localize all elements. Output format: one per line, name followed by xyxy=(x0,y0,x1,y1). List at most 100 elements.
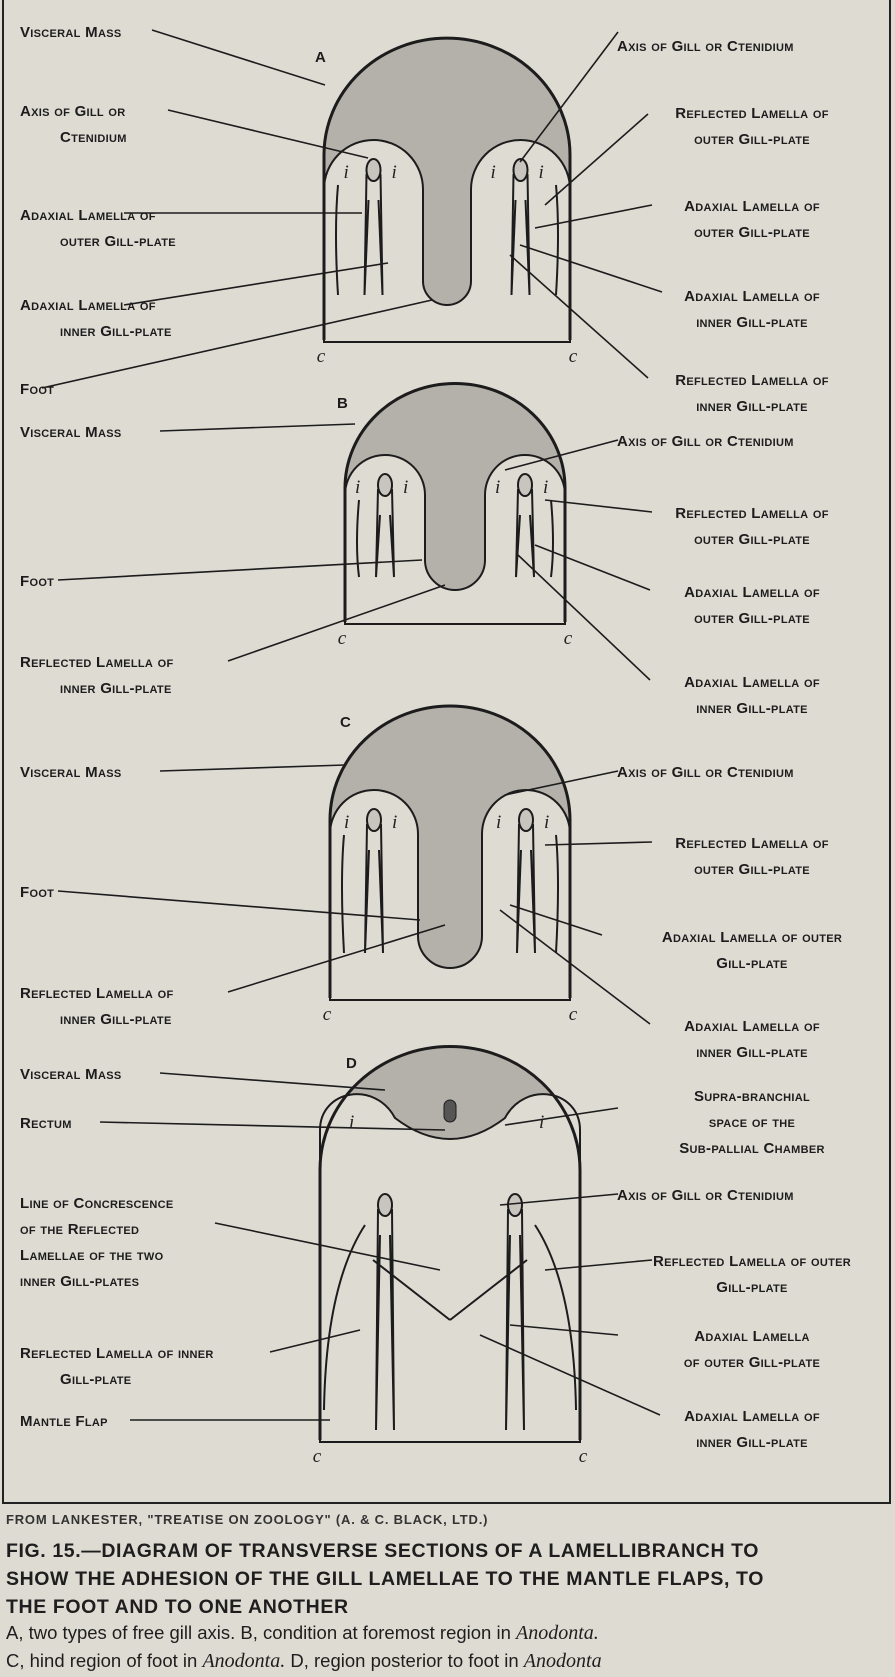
leader-line xyxy=(499,1193,619,1206)
inner-marker: i xyxy=(539,1112,544,1133)
leader-line xyxy=(227,924,446,993)
gill-axis-icon xyxy=(518,808,534,832)
inner-marker: i xyxy=(349,1112,354,1133)
section-letter: A xyxy=(315,49,326,66)
left-label: Ctenidium xyxy=(60,129,127,146)
gill-lamella xyxy=(516,823,536,954)
sub-pallial-chamber xyxy=(344,454,566,625)
leader-line xyxy=(534,204,653,229)
right-label: Adaxial Lamella of xyxy=(684,584,820,601)
right-label: Gill-plate xyxy=(716,1279,787,1296)
leader-line xyxy=(534,544,651,591)
mantle-marker: c xyxy=(569,346,578,367)
inner-marker: i xyxy=(539,162,544,183)
figure-description-line-1: A, two types of free gill axis. B, condi… xyxy=(6,1622,599,1645)
desc-text: A, two types of free gill axis. B, condi… xyxy=(6,1622,517,1643)
right-label: Adaxial Lamella of xyxy=(684,1018,820,1035)
gill-lamella xyxy=(375,1208,395,1431)
left-label: Mantle Flap xyxy=(20,1413,108,1430)
left-label: Visceral Mass xyxy=(20,764,121,781)
reflected-lamella xyxy=(335,184,339,296)
right-label: inner Gill-plate xyxy=(696,398,808,415)
left-label: Axis of Gill or xyxy=(20,103,126,120)
mantle-marker: c xyxy=(317,346,326,367)
right-label: Axis of Gill or Ctenidium xyxy=(617,433,794,450)
sub-pallial-chamber xyxy=(319,1093,581,1443)
leader-line xyxy=(479,1334,661,1416)
leader-line xyxy=(504,770,619,796)
figure-title-line-2: SHOW THE ADHESION OF THE GILL LAMELLAE T… xyxy=(6,1568,764,1590)
right-label: inner Gill-plate xyxy=(696,314,808,331)
left-label: Lamellae of the two xyxy=(20,1247,164,1264)
leader-line xyxy=(544,499,653,513)
gill-axis-icon xyxy=(365,158,382,182)
left-label: outer Gill-plate xyxy=(60,233,176,250)
left-label: Reflected Lamella of xyxy=(20,985,174,1002)
right-label: Supra-branchial xyxy=(694,1088,810,1105)
right-label: Adaxial Lamella of outer xyxy=(662,929,842,946)
mantle-marker: c xyxy=(323,1004,332,1025)
reflected-lamella xyxy=(323,1224,451,1411)
inner-marker: i xyxy=(344,812,349,833)
gill-axis-icon xyxy=(366,808,382,832)
reflected-lamella xyxy=(341,834,345,954)
right-label: Reflected Lamella of xyxy=(675,105,829,122)
leader-line xyxy=(159,764,346,772)
mantle-marker: c xyxy=(338,628,347,649)
leader-line xyxy=(517,554,651,681)
leader-line xyxy=(151,29,326,86)
leader-line xyxy=(544,1259,653,1271)
left-label: Line of Concrescence xyxy=(20,1195,174,1212)
reflected-lamella xyxy=(550,499,554,578)
mantle-marker: c xyxy=(313,1446,322,1467)
section-letter: B xyxy=(337,395,348,412)
gill-axis-icon xyxy=(512,158,529,182)
left-label: Gill-plate xyxy=(60,1371,131,1388)
right-label: Axis of Gill or Ctenidium xyxy=(617,1187,794,1204)
genus-name: Anodonta xyxy=(523,1650,602,1672)
leader-line xyxy=(269,1329,361,1353)
right-label: Axis of Gill or Ctenidium xyxy=(617,764,794,781)
right-label: outer Gill-plate xyxy=(694,861,810,878)
genus-name: Anodonta. xyxy=(516,1622,599,1644)
right-label: of outer Gill-plate xyxy=(684,1354,820,1371)
leader-line xyxy=(159,1072,386,1091)
gill-axis-icon xyxy=(517,473,533,497)
leader-line xyxy=(504,439,619,471)
leader-line xyxy=(57,890,421,921)
right-label: outer Gill-plate xyxy=(694,531,810,548)
left-label: Visceral Mass xyxy=(20,24,121,41)
right-label: Sub-pallial Chamber xyxy=(679,1140,825,1157)
figure-description-line-2: C, hind region of foot in Anodonta. D, r… xyxy=(6,1650,602,1673)
sub-pallial-chamber xyxy=(329,789,571,1001)
left-label: Reflected Lamella of xyxy=(20,654,174,671)
inner-marker: i xyxy=(543,477,548,498)
right-label: outer Gill-plate xyxy=(694,610,810,627)
left-label: inner Gill-plate xyxy=(60,680,172,697)
leader-line xyxy=(227,584,446,662)
right-label: Reflected Lamella of outer xyxy=(653,1253,851,1270)
section-letter: C xyxy=(340,714,351,731)
right-label: Adaxial Lamella of xyxy=(684,674,820,691)
figure-source: FROM LANKESTER, "TREATISE ON ZOOLOGY" (A… xyxy=(6,1512,489,1527)
right-label: Reflected Lamella of xyxy=(675,835,829,852)
inner-marker: i xyxy=(403,477,408,498)
leader-line xyxy=(159,423,356,432)
gill-lamella xyxy=(510,173,531,296)
rectum-icon xyxy=(443,1099,457,1123)
right-label: inner Gill-plate xyxy=(696,1434,808,1451)
right-label: inner Gill-plate xyxy=(696,1044,808,1061)
gill-lamella xyxy=(505,1208,525,1431)
gill-lamella xyxy=(364,823,384,954)
gill-lamella xyxy=(375,488,395,578)
left-label: Rectum xyxy=(20,1115,72,1132)
section-letter: D xyxy=(346,1055,357,1072)
inner-marker: i xyxy=(392,162,397,183)
mantle-marker: c xyxy=(564,628,573,649)
reflected-lamella xyxy=(449,1224,577,1411)
genus-name: Anodonta. xyxy=(202,1650,286,1672)
mantle-outline xyxy=(343,382,567,622)
leader-line xyxy=(509,904,603,936)
desc-text: D, region posterior to foot in xyxy=(285,1650,524,1671)
